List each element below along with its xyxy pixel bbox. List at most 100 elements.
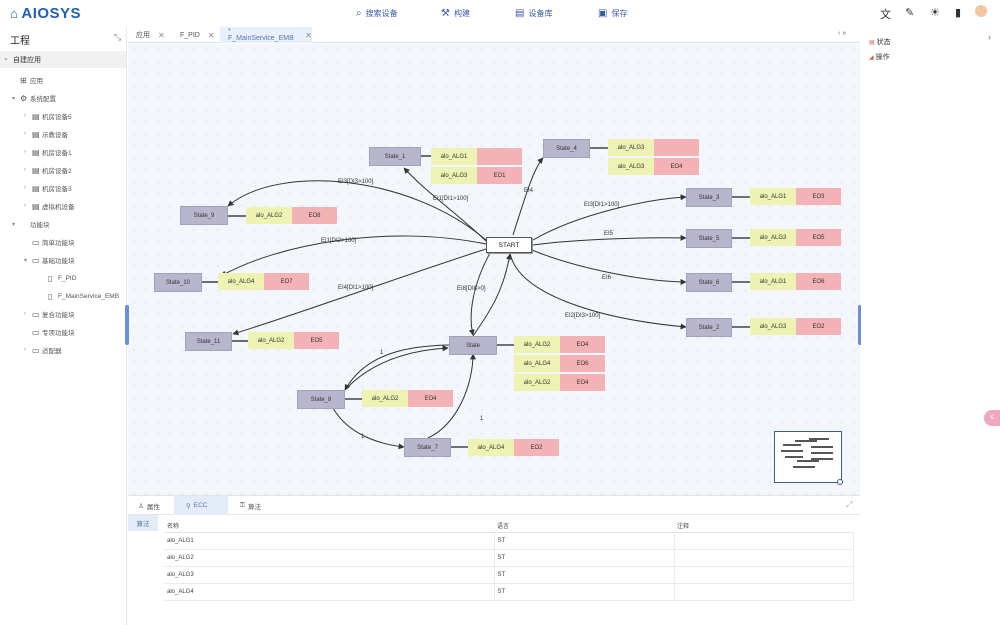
wrench-icon[interactable]: ✎ [905,7,915,19]
cell-name[interactable]: alo_ALG3 [164,566,495,584]
table-row[interactable]: alo_ALG2 ST [164,549,854,567]
tree-item[interactable]: ›▤机房设备1 [24,145,72,159]
ecc-canvas[interactable]: START State_1 State_4 State_9 State_3 St… [128,44,860,495]
chevron-right-icon[interactable]: › [24,203,26,209]
state-8-node[interactable]: State_8 [297,390,345,409]
action-block[interactable]: alo_ALG2 EO4 [514,336,605,353]
table-row[interactable]: alo_ALG1 ST [164,532,854,550]
chevron-down-icon[interactable]: ▾ [12,221,16,228]
tree-item[interactable]: ▭专项功能块 [24,325,75,339]
tree-item[interactable]: ›▭复合功能块 [24,307,75,321]
tree-item[interactable]: ⊞应用 [12,73,43,87]
tree-item[interactable]: ›▤示教设备 [24,127,68,141]
build-button[interactable]: ⚒构建 [441,8,470,19]
action-block[interactable]: alo_ALG2 EO5 [248,332,339,349]
floating-assistant-button[interactable]: K [984,410,1000,426]
right-panel-resize-handle[interactable] [858,305,862,345]
cell-name[interactable]: alo_ALG1 [164,532,495,550]
cell-comment[interactable] [674,566,854,584]
state-node[interactable]: State [449,336,497,355]
left-panel-resize-handle[interactable] [125,305,129,345]
tree-item[interactable]: ▾⚙系统配置 [12,91,56,105]
minimap-resize-handle[interactable] [837,479,843,485]
tree-item[interactable]: ›▤虚拟机设备 [24,199,75,213]
state-3-node[interactable]: State_3 [686,188,732,207]
tree-item[interactable]: ›▭适配器 [24,343,62,357]
close-icon[interactable]: ✕ [305,30,312,40]
state-7-node[interactable]: State_7 [404,438,451,457]
tree-item[interactable]: ▯F_MainService_EMB [40,289,119,303]
cell-comment[interactable] [674,583,854,601]
state-9-node[interactable]: State_9 [180,206,228,225]
tab-f-mainservice-emb[interactable]: * F_MainService_EMB✕ [220,27,312,43]
translate-icon[interactable]: 文 [880,9,891,21]
action-block[interactable]: alo_ALG4 EO2 [468,439,559,456]
chevron-right-icon[interactable]: › [24,113,26,119]
action-block[interactable]: alo_ALG1 EO6 [750,273,841,290]
cell-name[interactable]: alo_ALG2 [164,549,495,567]
app-logo[interactable]: ⌂AIOSYS [10,5,82,22]
chevron-right-icon[interactable]: › [24,311,26,317]
cell-name[interactable]: alo_ALG4 [164,583,495,601]
action-block[interactable]: alo_ALG1 [431,148,522,165]
device-library-button[interactable]: ▤设备库 [515,8,553,19]
state-2-node[interactable]: State_2 [686,318,732,337]
action-block[interactable]: alo_ALG3 EO2 [750,318,841,335]
action-block[interactable]: alo_ALG4 EO6 [514,355,605,372]
cell-comment[interactable] [674,532,854,550]
search-device-button[interactable]: ⌕搜索设备 [356,8,398,19]
tree-item[interactable]: ▾▭基础功能块 [24,253,75,267]
cell-language[interactable]: ST [494,549,675,567]
close-icon[interactable]: ✕ [207,30,215,40]
maximize-panel-icon[interactable]: ⤢ [846,500,853,509]
cell-language[interactable]: ST [494,532,675,550]
chevron-right-icon[interactable]: › [24,149,26,155]
state-10-node[interactable]: State_10 [154,273,202,292]
tree-item[interactable]: ▾功能块 [12,217,50,231]
cell-language[interactable]: ST [494,583,675,601]
tab-scroll-controls[interactable]: ‹ » [838,30,847,37]
tree-item[interactable]: ›▤机房设备3 [24,181,72,195]
tree-item[interactable]: ▯F_PID [40,271,76,285]
state-11-node[interactable]: State_11 [185,332,232,351]
state-4-node[interactable]: State_4 [543,139,590,158]
state-6-node[interactable]: State_6 [686,273,732,292]
chevron-down-icon[interactable]: ▾ [24,257,28,264]
chevron-right-icon[interactable]: › [24,185,26,191]
tree-root[interactable]: ⌄ 自建应用 [0,51,126,68]
tree-item[interactable]: ›▤机房设备2 [24,163,72,177]
close-icon[interactable]: ✕ [158,30,165,40]
start-node[interactable]: START [486,237,532,253]
tab-algorithm[interactable]: ⚿算法 [240,501,261,511]
state-5-node[interactable]: State_5 [686,229,732,248]
collapse-sidebar-icon[interactable]: ⤡ [114,32,122,42]
action-block[interactable]: alo_ALG3 [608,139,699,156]
status-panel-item[interactable]: ▤状态 [869,39,891,46]
action-block[interactable]: alo_ALG2 EO8 [246,207,337,224]
chevron-down-icon[interactable]: ▾ [12,95,16,102]
tab-ecc[interactable]: ⚲ECC [174,496,228,515]
state-1-node[interactable]: State_1 [369,147,421,166]
minimap[interactable] [774,431,843,485]
action-block[interactable]: alo_ALG3 EO4 [608,158,699,175]
save-button[interactable]: ▣保存 [598,8,628,19]
sun-icon[interactable]: ☀ [930,7,940,19]
tree-item[interactable]: ▭简单功能块 [24,235,75,249]
cell-language[interactable]: ST [494,566,675,584]
subtab-algorithm[interactable]: 算法 [128,515,158,531]
tab-properties[interactable]: ♙属性 [138,502,160,511]
device-icon[interactable]: ▮ [955,7,962,19]
tab-f-pid[interactable]: F_PID✕ [180,30,215,40]
chevron-right-icon[interactable]: › [24,347,26,353]
operation-panel-item[interactable]: ◢操作 [869,54,890,61]
action-block[interactable]: alo_ALG3 EO5 [750,229,841,246]
action-block[interactable]: alo_ALG2 EO4 [514,374,605,391]
tree-item[interactable]: ›▤机房设备5 [24,109,72,123]
table-row[interactable]: alo_ALG4 ST [164,583,854,601]
tab-app[interactable]: 应用✕ [136,30,165,40]
action-block[interactable]: alo_ALG4 EO7 [218,273,309,290]
table-row[interactable]: alo_ALG3 ST [164,566,854,584]
cell-comment[interactable] [674,549,854,567]
avatar[interactable] [975,5,987,17]
action-block[interactable]: alo_ALG2 EO4 [362,390,453,407]
